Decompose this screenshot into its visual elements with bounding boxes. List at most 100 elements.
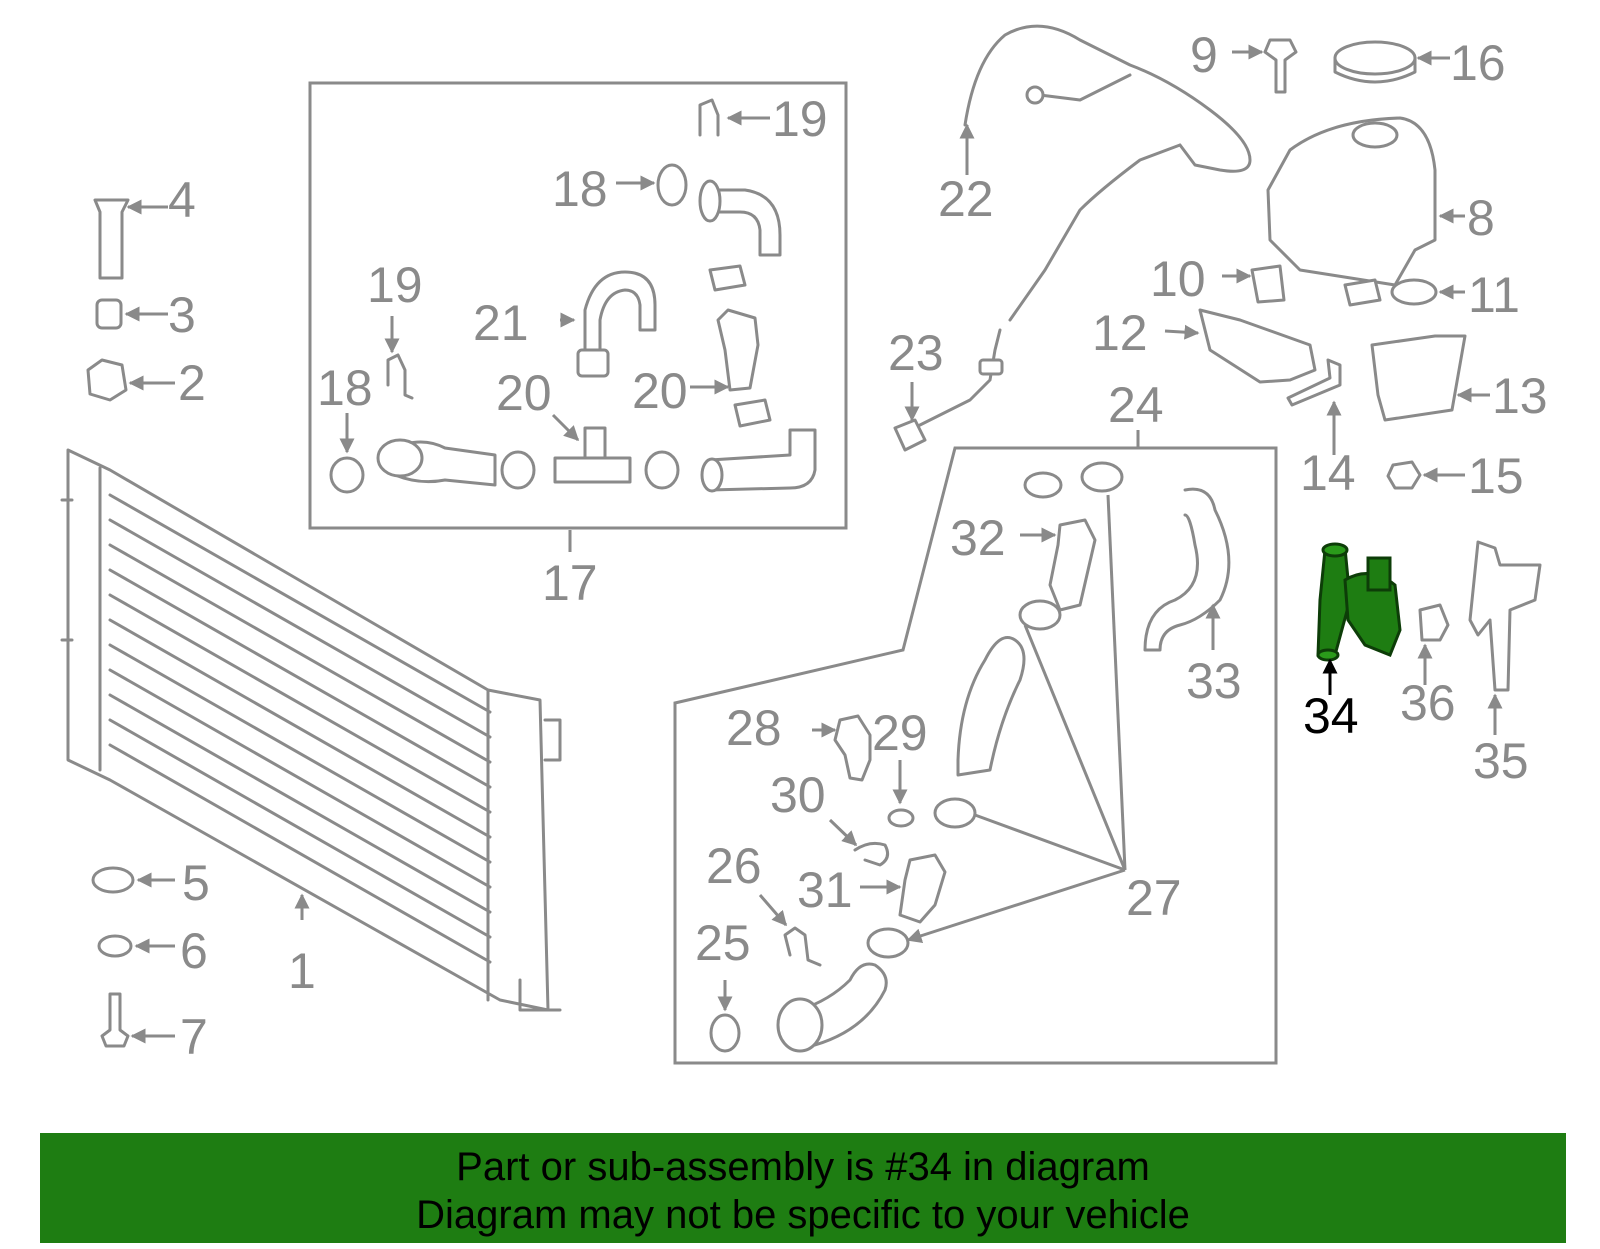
clamp-part-27-a [1023, 471, 1063, 499]
callout-29: 29 [872, 705, 928, 761]
oring-part-18-left [329, 456, 365, 494]
oring-part-18-top [656, 163, 688, 207]
callout-32: 32 [950, 510, 1006, 566]
connector-part-31 [898, 853, 947, 924]
tee-part-20 [553, 426, 632, 484]
radiator-part-1 [60, 448, 562, 1012]
bolt-part-14 [1286, 358, 1342, 407]
hose-part-18-elbow [703, 188, 782, 257]
callout-3: 3 [168, 287, 196, 343]
oring-part-25 [709, 1013, 741, 1053]
box-17 [308, 81, 848, 530]
sensor-wire [1038, 73, 1132, 102]
clamp-part-27-d [933, 797, 977, 829]
callout-33: 33 [1186, 653, 1242, 709]
callout-20-right: 20 [632, 363, 688, 419]
callout-10: 10 [1150, 251, 1206, 307]
callout-21: 21 [473, 295, 529, 351]
callout-8: 8 [1467, 190, 1495, 246]
box-24 [673, 446, 1278, 1065]
clamp-part-27-c [1018, 599, 1062, 631]
callout-1: 1 [288, 943, 316, 999]
clip-part-30 [853, 841, 890, 867]
banner-line-2: Diagram may not be specific to your vehi… [416, 1193, 1190, 1237]
hose-lower-left-end [376, 438, 424, 478]
reservoir-neck [1351, 121, 1399, 149]
callout-15: 15 [1468, 448, 1524, 504]
nut-part-15 [1386, 460, 1422, 490]
callout-26: 26 [706, 838, 762, 894]
grommet-part-3 [95, 298, 123, 330]
callout-19-left: 19 [367, 257, 423, 313]
sensor-part-23 [908, 328, 1002, 432]
clip-part-26 [783, 926, 822, 967]
reservoir-outlet [1343, 278, 1382, 307]
bracket-part-13 [1370, 334, 1467, 422]
callout-25: 25 [695, 915, 751, 971]
callout-18-left: 18 [317, 360, 373, 416]
callout-5: 5 [182, 855, 210, 911]
bolt-part-9 [1263, 38, 1298, 94]
callout-16: 16 [1450, 35, 1506, 91]
callout-18-top: 18 [552, 161, 608, 217]
connector-part-20 [716, 308, 760, 392]
hose-part-21 [583, 270, 657, 352]
callout-6: 6 [180, 923, 208, 979]
clip-part-19-top [698, 98, 720, 137]
callout-23: 23 [888, 325, 944, 381]
callout-20-left: 20 [496, 365, 552, 421]
callout-14: 14 [1300, 445, 1356, 501]
callout-12: 12 [1092, 305, 1148, 361]
bushing-part-10 [1250, 264, 1286, 304]
cap-part-16 [1333, 40, 1417, 76]
banner-line-1: Part or sub-assembly is #34 in diagram [456, 1145, 1150, 1189]
callout-22: 22 [938, 171, 994, 227]
hose-part-33 [1143, 487, 1231, 652]
washer-part-6 [97, 934, 133, 958]
oring-part-29 [887, 808, 915, 828]
leader-lines [124, 44, 1503, 1044]
callout-17: 17 [542, 555, 598, 611]
mount-part-5 [91, 866, 135, 894]
callout-labels: 1 2 3 4 5 6 7 8 9 10 11 12 13 14 15 16 1… [168, 27, 1548, 1065]
bracket-part-12 [1198, 308, 1317, 384]
grommet-part-11 [1390, 278, 1438, 306]
connector-part-32 [1048, 518, 1097, 612]
reservoir-part-8 [1266, 116, 1437, 287]
callout-28: 28 [726, 700, 782, 756]
cap-part-16-rim [1333, 56, 1417, 84]
callout-36: 36 [1400, 675, 1456, 731]
sensor-part-28 [833, 714, 872, 782]
callout-35: 35 [1473, 733, 1529, 789]
clip-part-4 [93, 198, 130, 280]
sensor-plug-23 [978, 358, 1004, 376]
callout-7: 7 [180, 1009, 208, 1065]
bushing-part-2 [86, 358, 128, 402]
hose-end-21 [576, 348, 610, 378]
callout-2: 2 [178, 355, 206, 411]
pipe-end-22 [1025, 85, 1045, 105]
callout-31: 31 [797, 862, 853, 918]
bushing-part-36 [1418, 603, 1450, 642]
callout-30: 30 [770, 767, 826, 823]
callout-9: 9 [1190, 27, 1218, 83]
clamp-low-20 [733, 398, 772, 428]
clamp-mid-20 [708, 264, 747, 292]
clamp-part-27-b [1080, 461, 1124, 493]
hose-part-lower [798, 962, 888, 1047]
callout-13: 13 [1492, 368, 1548, 424]
highlighted-part-34 [1316, 542, 1402, 662]
clip-part-19-left [386, 353, 414, 400]
callout-34-highlighted: 34 [1303, 688, 1359, 744]
callout-19-top: 19 [772, 91, 828, 147]
bolt-part-7 [100, 992, 130, 1048]
hose-end [698, 179, 722, 223]
clamp-lower-2 [644, 450, 680, 490]
callout-11: 11 [1468, 267, 1520, 323]
hose-part-long [956, 636, 1026, 777]
hose-lower-right-end [700, 457, 724, 493]
hose-lower-right [708, 428, 817, 492]
info-banner: Part or sub-assembly is #34 in diagram D… [40, 1133, 1566, 1243]
clamp-lower-1 [500, 450, 536, 490]
